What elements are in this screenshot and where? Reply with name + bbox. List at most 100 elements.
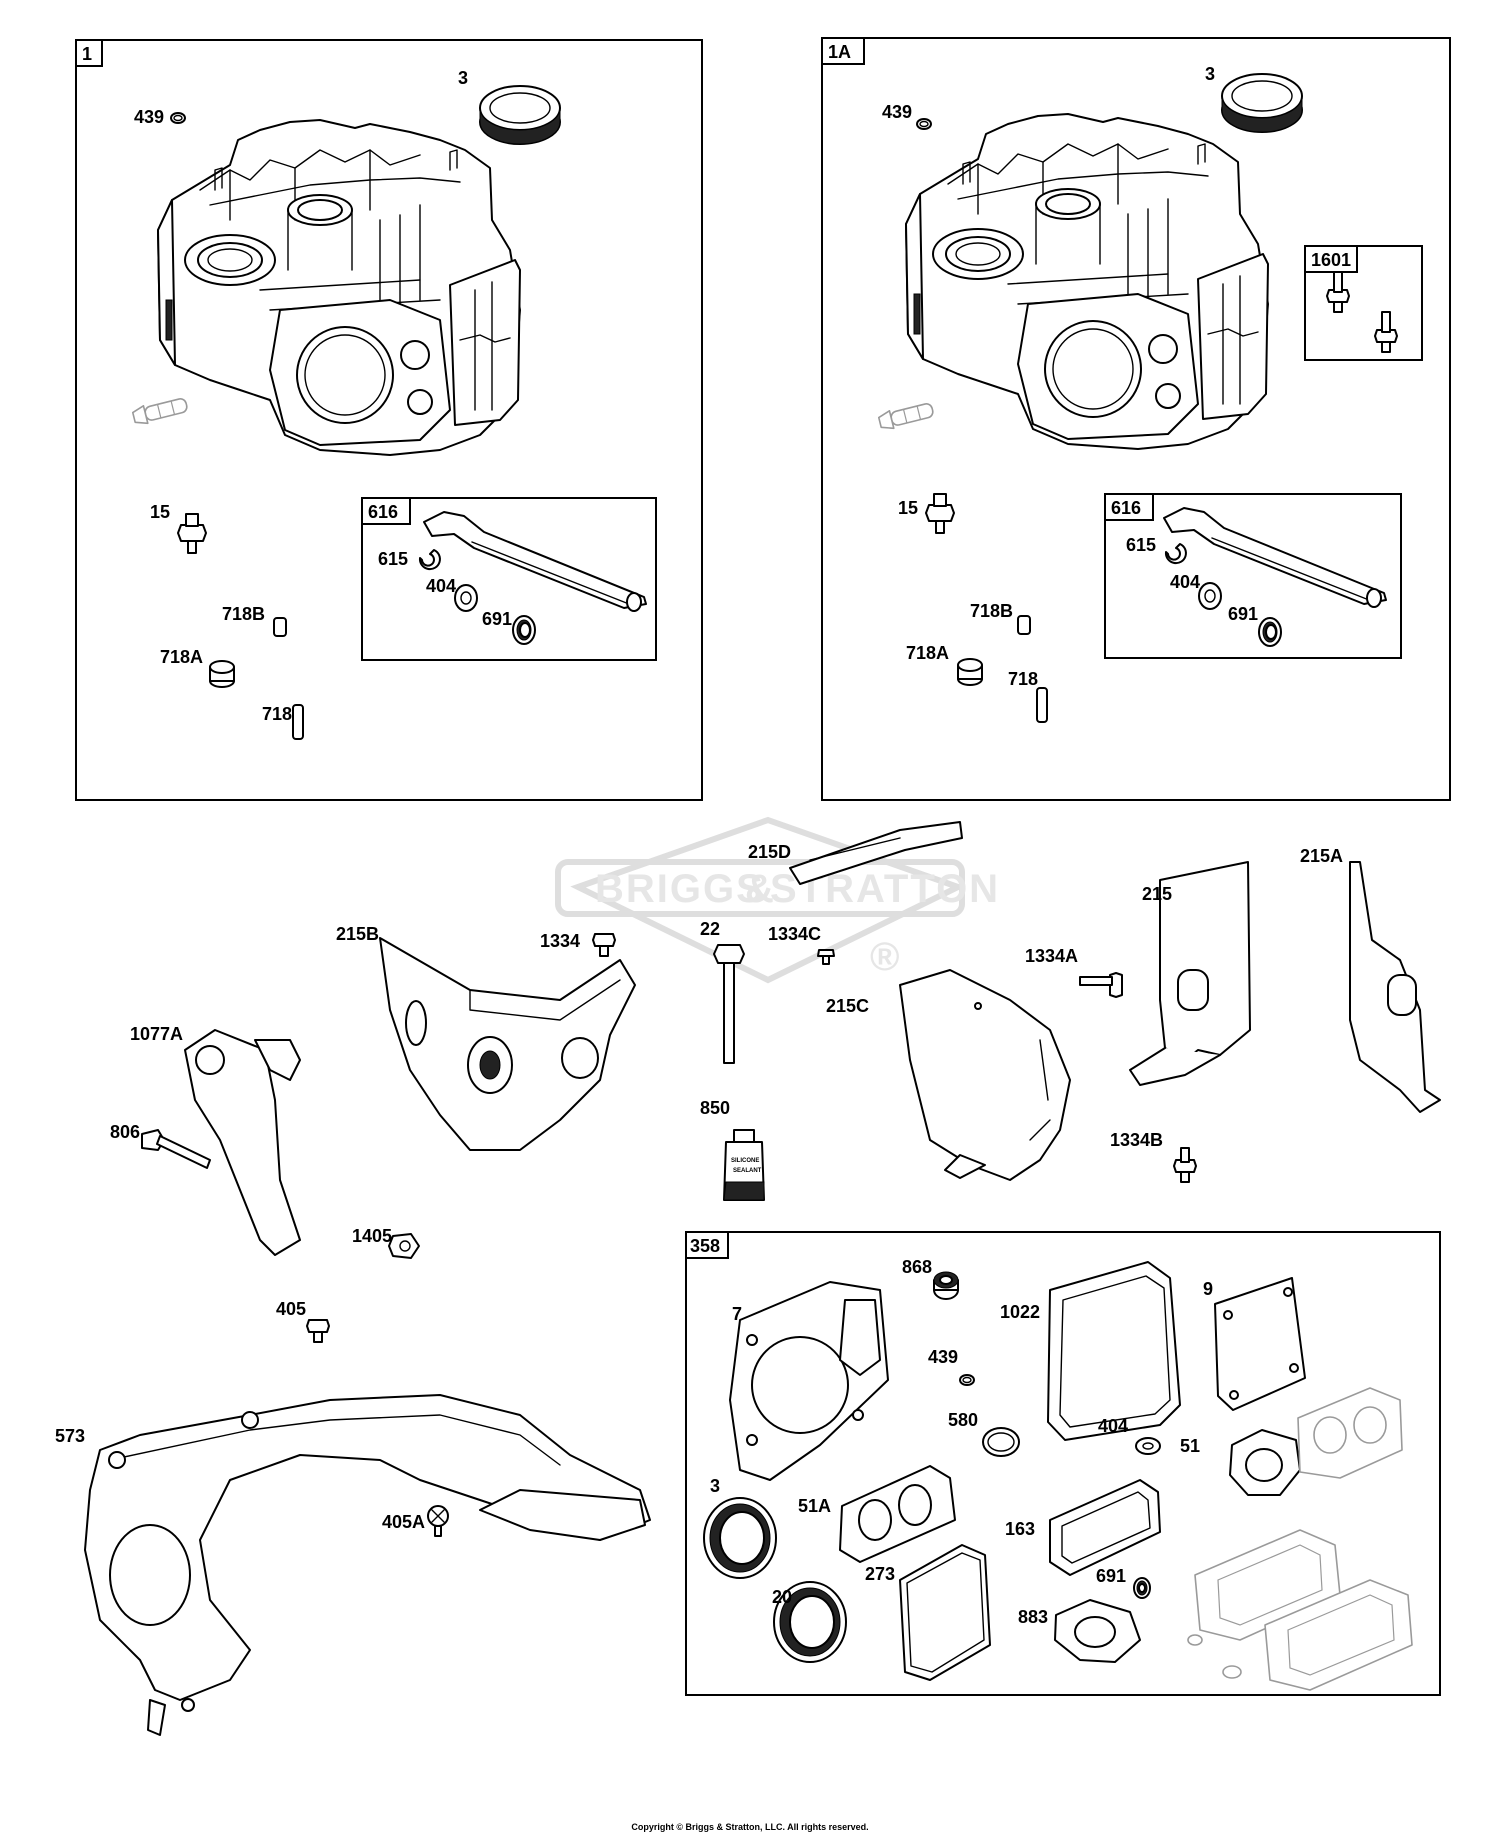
bolt-1601b-illustration [1374, 329, 1398, 353]
gasket-9-hole1 [1223, 1310, 1233, 1320]
callout-1405: 1405 [352, 1226, 392, 1246]
box-label-1a: 1A [828, 42, 851, 62]
watermark-part1: BRIGGS [595, 867, 765, 911]
callout-215: 215 [1142, 884, 1172, 904]
sealant-tube-850: SILICONE SEALANT [723, 1129, 765, 1201]
seal-20 [773, 1581, 847, 1663]
callout-15: 15 [898, 498, 918, 518]
callout-439: 439 [134, 107, 164, 127]
shield-215a-tab [1387, 974, 1417, 1016]
callout-615: 615 [378, 549, 408, 569]
shield-215d-edge [809, 837, 901, 861]
bolt-1334a-shank [1079, 976, 1113, 986]
washer-404-illustration [454, 584, 478, 612]
baffle-573-rim [109, 1414, 561, 1466]
ghost-oring-2 [1222, 1665, 1242, 1679]
callout-404: 404 [426, 576, 456, 596]
callout-439: 439 [882, 102, 912, 122]
washer-404-illustration [1198, 582, 1222, 610]
tube-text-1: SILICONE [731, 1158, 759, 1164]
shield-215b-edge [469, 979, 621, 1021]
callout-868: 868 [902, 1257, 932, 1277]
gasket-9-hole2 [1283, 1287, 1293, 1297]
bolt-15-illustration [177, 513, 207, 554]
gasket-9-hole4 [1229, 1390, 1239, 1400]
bolt-1334b [1173, 1159, 1197, 1183]
baffle-573-flange [479, 1489, 646, 1541]
callout-215d: 215D [748, 842, 791, 862]
gasket-163 [1049, 1479, 1161, 1576]
watermark-amp: & [745, 867, 776, 911]
dowel-718b-illustration [1017, 615, 1031, 635]
shield-215c-tab [944, 1154, 986, 1179]
clip-615-illustration [418, 549, 441, 571]
callout-404: 404 [1098, 1416, 1128, 1436]
gasket-9-hole3 [1289, 1363, 1299, 1373]
bolt-806 [141, 1129, 211, 1169]
gasket-51a-port2 [898, 1484, 932, 1526]
box-label-1601: 1601 [1311, 250, 1351, 270]
pin-ghost-illustration [131, 394, 190, 427]
callout-580: 580 [948, 1410, 978, 1430]
gasket-7-bore [751, 1336, 849, 1434]
callout-404: 404 [1170, 572, 1200, 592]
shield-215c-edge [1029, 1039, 1051, 1141]
crankcase-illustration [905, 113, 1269, 450]
baffle-573-hole1 [108, 1451, 126, 1469]
callout-15: 15 [150, 502, 170, 522]
bracket-1077a-hole [195, 1045, 225, 1075]
ghost-gasket-1-port2 [1353, 1406, 1387, 1444]
callout-3: 3 [1205, 64, 1215, 84]
baffle-573-cutout [109, 1524, 191, 1626]
middle-parts: 215D 215B 1334 22 1334C 215C [55, 821, 1441, 1736]
bolt-1601b-shank [1381, 311, 1391, 333]
gasket-273-inner [906, 1552, 985, 1673]
callout-883: 883 [1018, 1607, 1048, 1627]
dowel-718a-illustration [209, 660, 235, 688]
seal-3-illustration [1221, 73, 1303, 133]
box-label-1: 1 [82, 44, 92, 64]
callout-215b: 215B [336, 924, 379, 944]
crankcase-illustration [157, 119, 521, 456]
gasket-1022-inner [1059, 1275, 1171, 1428]
gasket-7-hole1 [746, 1334, 758, 1346]
gasket-51a [839, 1465, 956, 1563]
gasket-1022 [1047, 1261, 1181, 1441]
callout-718: 718 [1008, 669, 1038, 689]
oring-439 [959, 1374, 975, 1386]
ghost-gasket-3 [1264, 1579, 1413, 1691]
oring-580-inner [987, 1432, 1015, 1452]
shield-215b-slot [405, 1000, 427, 1046]
box-label-616: 616 [1111, 498, 1141, 518]
callout-1334c: 1334C [768, 924, 821, 944]
callout-3: 3 [458, 68, 468, 88]
nut-1405 [388, 1233, 420, 1259]
dowel-718-illustration [292, 704, 304, 740]
ghost-gasket-1-port1 [1313, 1416, 1347, 1454]
callout-718a: 718A [906, 643, 949, 663]
callout-691: 691 [1228, 604, 1258, 624]
bolt-1601a-shank [1333, 271, 1343, 293]
callout-718a: 718A [160, 647, 203, 667]
baffle-573 [84, 1394, 651, 1701]
callout-51a: 51A [798, 1496, 831, 1516]
box-block-1a: 1A 439 3 15 718B 718A 718 1601 616 [821, 37, 1451, 801]
tube-cap [733, 1129, 755, 1143]
bracket-1077a [184, 1029, 301, 1256]
copyright-notice: Copyright © Briggs & Stratton, LLC. All … [631, 1822, 869, 1832]
camshaft-illustration [1163, 507, 1387, 608]
ghost-gasket-2-inner [1217, 1544, 1323, 1626]
tube-band [723, 1181, 765, 1201]
screw-1334c [817, 949, 835, 965]
callout-1334: 1334 [540, 931, 580, 951]
callout-273: 273 [865, 1564, 895, 1584]
dowel-718b-illustration [273, 617, 287, 637]
watermark-reg: ® [870, 935, 901, 979]
bolt-1334 [592, 933, 616, 957]
bolt-405a [427, 1505, 449, 1537]
seal-691-illustration [512, 615, 536, 645]
callout-806: 806 [110, 1122, 140, 1142]
callout-573: 573 [55, 1426, 85, 1446]
bracket-1077a-ear [254, 1039, 301, 1081]
